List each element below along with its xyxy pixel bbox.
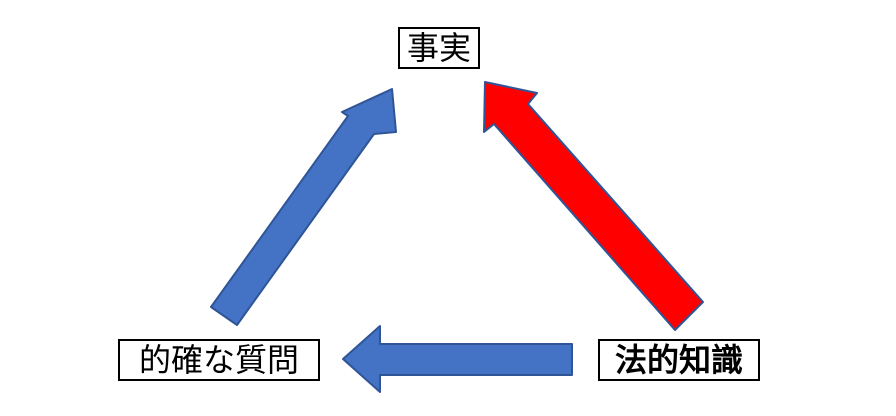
node-fact: 事実 (398, 27, 480, 69)
node-legal-knowledge: 法的知識 (598, 339, 760, 381)
arrow-legal-knowledge-to-question (342, 325, 573, 393)
arrow-legal-knowledge-to-fact (483, 81, 704, 331)
node-accurate-question: 的確な質問 (118, 339, 320, 381)
arrow-question-to-fact (210, 88, 397, 326)
